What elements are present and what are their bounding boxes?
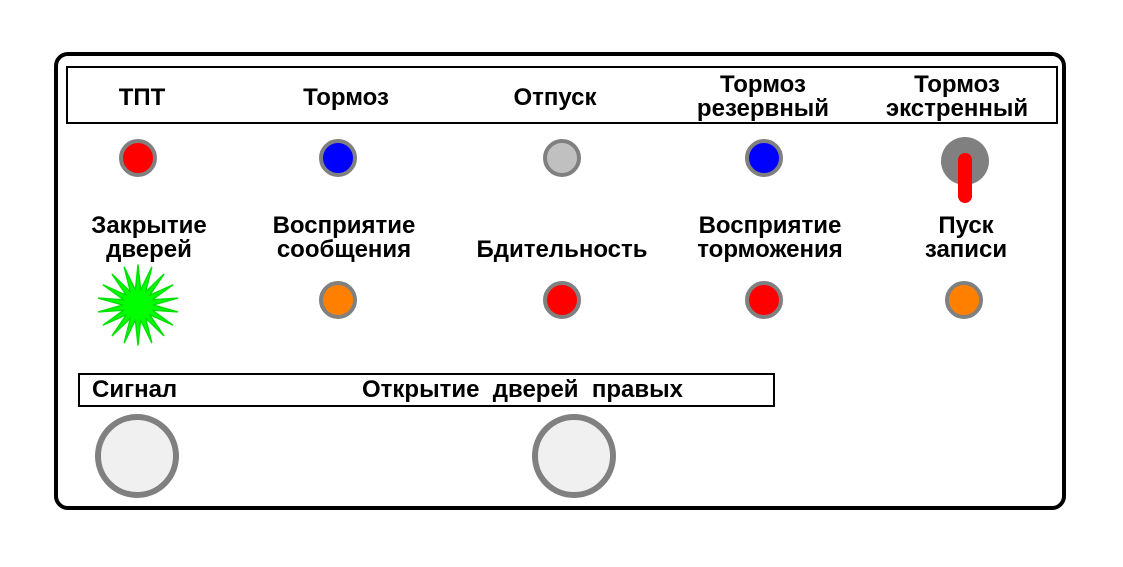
label-msg-ack-line2: сообщения — [276, 236, 412, 263]
starburst-icon — [97, 264, 179, 346]
toggle-switch-icon[interactable] — [958, 153, 972, 203]
bottom-label-frame — [78, 373, 775, 407]
label-brake-ack-line1: Восприятие — [698, 212, 842, 239]
lamp-brake-ack — [745, 281, 783, 319]
label-signal: Сигнал — [92, 376, 178, 403]
label-emergency-brake: Тормоз экстренный — [886, 73, 1028, 121]
label-reserve-brake-line1: Тормоз — [720, 71, 806, 98]
top-label-frame — [66, 66, 1058, 124]
label-rec-start: Пуск записи — [925, 214, 1007, 262]
label-release: Отпуск — [513, 84, 597, 111]
lamp-tpt — [119, 139, 157, 177]
signal-button[interactable] — [95, 414, 179, 498]
label-brake-ack: Восприятие торможения — [697, 214, 843, 262]
label-msg-ack-line1: Восприятие — [272, 212, 416, 239]
label-open-right-doors: Открытие дверей правых — [362, 376, 683, 403]
label-rec-start-line1: Пуск — [938, 212, 994, 239]
lamp-reserve-brake — [745, 139, 783, 177]
label-door-close-line1: Закрытие — [91, 212, 207, 239]
label-door-close: Закрытие дверей — [91, 214, 206, 262]
lamp-brake — [319, 139, 357, 177]
label-brake-ack-line2: торможения — [697, 236, 843, 263]
label-tpt: ТПТ — [118, 84, 166, 111]
lamp-msg-ack — [319, 281, 357, 319]
label-reserve-brake-line2: резервный — [696, 95, 830, 122]
lamp-vigilance — [543, 281, 581, 319]
label-door-close-line2: дверей — [106, 236, 192, 263]
label-reserve-brake: Тормоз резервный — [697, 73, 829, 121]
label-emergency-brake-line1: Тормоз — [914, 71, 1000, 98]
label-emergency-brake-line2: экстренный — [885, 95, 1029, 122]
lamp-rec-start — [945, 281, 983, 319]
label-vigilance: Бдительность — [476, 236, 648, 263]
label-brake: Тормоз — [303, 84, 389, 111]
label-msg-ack: Восприятие сообщения — [273, 214, 416, 262]
open-right-doors-button[interactable] — [532, 414, 616, 498]
lamp-release — [543, 139, 581, 177]
label-rec-start-line2: записи — [924, 236, 1008, 263]
